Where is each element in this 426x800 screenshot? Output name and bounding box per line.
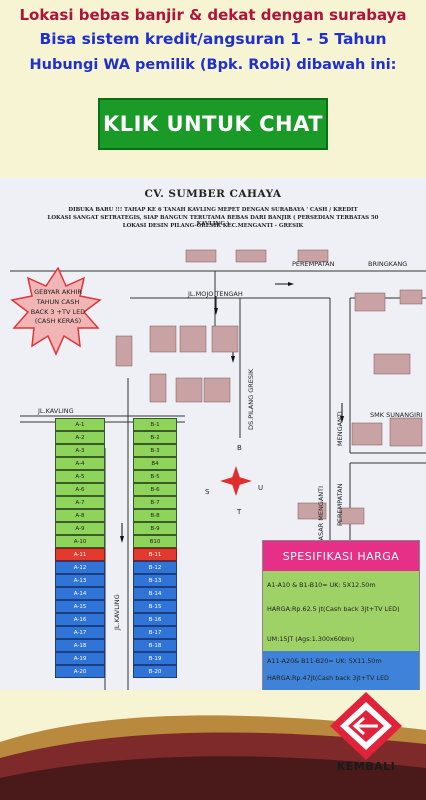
landmark-smk: SMK SUNANGIRI [370,411,423,419]
chat-whatsapp-button[interactable]: KLIK UNTUK CHAT [98,98,328,150]
plot-block: B-3 [133,444,177,457]
site-map-image: CV. SUMBER CAHAYA DIBUKA BARU !!! TAHAP … [0,178,426,690]
road-label-pasar: PASAR MENGANTI [317,485,325,544]
plot-block: A-6 [55,483,105,496]
compass-west: S [205,488,210,496]
promo-burst-text: GEBYAR AKHIR TAHUN CASH BACK 3 +TV LED (… [30,288,86,326]
spec-line-size-b: A11-A20& B11-B20= UK: 5X11.50m [267,657,382,665]
plot-block: A-8 [55,509,105,522]
plot-block: A-9 [55,522,105,535]
plot-block: B-14 [133,587,177,600]
spec-line-size-a: A1-A10 & B1-B10= UK: 5X12.50m [267,581,376,589]
plot-block: B-16 [133,613,177,626]
plot-block: B-5 [133,470,177,483]
road-label-mojo: JL.MOJO TENGAH [188,290,243,298]
plot-block: B-18 [133,639,177,652]
plot-block: A-19 [55,652,105,665]
plot-block: B-12 [133,561,177,574]
plot-block: A-13 [55,574,105,587]
road-label-kavling-top: JL.KAVLING [38,407,74,415]
plot-block: A-3 [55,444,105,457]
spec-line-price-b: HARGA:Rp.47jt(Cash back 3jt+TV LED [267,674,389,682]
plot-block: A-5 [55,470,105,483]
plot-block: B10 [133,535,177,548]
plot-block: A-12 [55,561,105,574]
spec-line-price-a: HARGA:Rp.62.5 jt(Cash back 3jt+TV LED) [267,605,400,613]
plot-block: A-11 [55,548,105,561]
footer-wave [0,690,426,800]
credit-headline: Bisa sistem kredit/angsuran 1 - 5 Tahun [39,30,387,48]
plot-block: A-10 [55,535,105,548]
plot-block: B-7 [133,496,177,509]
plot-block: B-20 [133,665,177,678]
compass-south: T [237,508,242,516]
road-label-perempatan-side: PEREMPATAN [336,483,344,526]
plot-block: A-2 [55,431,105,444]
back-arrow-icon [330,692,402,760]
spec-line-dp: UM:15JT (Ags:1.300x60bln) [267,635,355,643]
plot-block: B-17 [133,626,177,639]
road-label-pilang: DS.PILANG GRESIK [247,368,255,430]
back-button[interactable]: KEMBALI [322,690,410,782]
plot-block: A-16 [55,613,105,626]
plot-block: A-15 [55,600,105,613]
map-subtitle-1: DIBUKA BARU !!! TAHAP KE 6 TANAH KAVLING… [68,207,358,213]
road-label-menganti: MENGANTI [336,411,344,446]
plot-block: B4 [133,457,177,470]
compass-north: B [237,444,242,452]
plot-block: B-2 [133,431,177,444]
road-label-kavling-side: JL.KAVLING [113,594,121,630]
plot-block: A-4 [55,457,105,470]
map-subtitle-3: LOKASI DESIN PILANG-GRESIK KEC.MENGANTI … [122,223,304,229]
road-label-perempatan: PEREMPATAN [292,260,335,268]
plot-block: A-14 [55,587,105,600]
plot-block: B-19 [133,652,177,665]
spec-green-section [263,571,419,651]
spec-blue-section [263,651,419,690]
spec-title: SPESIFIKASI HARGA [263,541,419,571]
top-banner: Lokasi bebas banjir & dekat dengan surab… [0,0,426,178]
map-subtitle-2: LOKASI SANGAT SETRATEGIS, SIAP BANGUN TE… [47,215,379,227]
contact-headline: Hubungi WA pemilik (Bpk. Robi) dibawah i… [29,57,397,73]
plot-block: A-20 [55,665,105,678]
plot-block: A-17 [55,626,105,639]
plot-block: B-15 [133,600,177,613]
plot-block: A-1 [55,418,105,431]
plot-block: A-18 [55,639,105,652]
price-spec-card: SPESIFIKASI HARGA A1-A10 & B1-B10= UK: 5… [262,540,420,690]
road-label-bringkang: BRINGKANG [368,260,408,268]
plot-block: B-1 [133,418,177,431]
plot-block: B-13 [133,574,177,587]
plot-block: B-8 [133,509,177,522]
plot-block: B-11 [133,548,177,561]
compass-east: U [258,484,264,492]
plot-block: B-6 [133,483,177,496]
plot-block: B-9 [133,522,177,535]
map-roads [10,249,426,690]
map-title: CV. SUMBER CAHAYA [144,188,282,200]
plot-block: A-7 [55,496,105,509]
location-headline: Lokasi bebas banjir & dekat dengan surab… [19,6,407,24]
back-label: KEMBALI [336,760,396,773]
